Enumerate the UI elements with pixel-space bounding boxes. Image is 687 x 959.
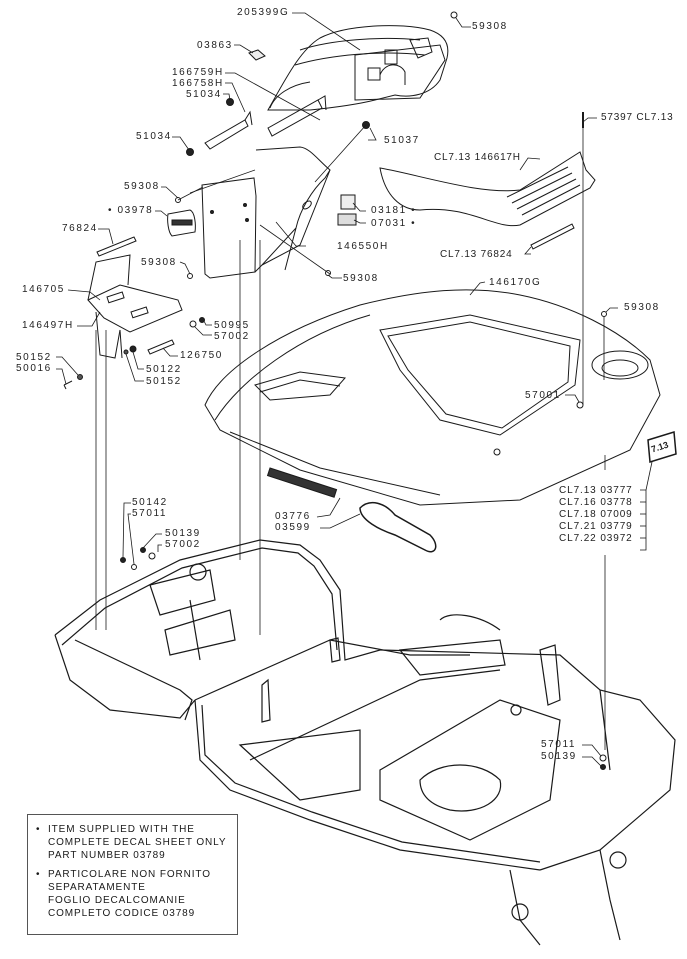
washer-57002-a [190,321,196,327]
label-51037: 51037 [384,135,420,146]
screw-59308-b [188,274,193,279]
strip-cl-76824 [531,224,574,249]
label-59308-top: 59308 [472,21,508,32]
note-line: COMPLETE DECAL SHEET ONLY [48,837,227,848]
nut-51034-b [187,149,194,156]
label-50142: 50142 [132,497,168,508]
label-126750: 126750 [180,350,223,361]
label-57011-b: 57011 [541,739,577,750]
screw-59308-d [602,312,607,317]
label-cl7-16-03778: CL7.16 03778 [559,497,633,508]
nut-50139-b [601,765,606,770]
pin-126750 [148,340,174,354]
note-line: ITEM SUPPLIED WITH THE [48,824,195,835]
label-50122: 50122 [146,364,182,375]
decal-03181 [341,195,355,209]
washer-57011-a [132,565,137,570]
label-50139-a: 50139 [165,528,201,539]
nut-50142 [121,558,126,563]
label-166759h: 166759H [172,67,224,78]
label-cl7-18-07009: CL7.18 07009 [559,509,633,520]
decal-climber-series [268,468,337,497]
label-57001: 57001 [525,390,561,401]
label-51034-b: 51034 [136,131,172,142]
nut-50139-a [141,548,146,553]
washer-57002-b [149,553,155,559]
note-italian: • PARTICOLARE NON FORNITO SEPARATAMENTE … [36,868,231,920]
label-03978: • 03978 [108,205,154,216]
screw-59308-top [451,12,457,18]
label-03181: 03181 • [371,205,417,216]
label-50152-b: 50152 [146,376,182,387]
decal-03978 [168,210,196,236]
label-03599: 03599 [275,522,311,533]
washer-57011-b [600,755,606,761]
mounting-panel [202,147,330,278]
bolt-50016 [64,381,72,389]
decal-grillo-logo [360,503,436,552]
decal-03863 [249,50,265,60]
footrest-plate [380,152,595,226]
decal-07031 [338,214,356,225]
label-59308-c: 59308 [343,273,379,284]
leader-lines [56,13,652,766]
label-50139-b: 50139 [541,751,577,762]
body-hood [205,290,660,505]
label-59308-a: 59308 [124,181,160,192]
note-line: PART NUMBER 03789 [48,850,166,861]
label-50995: 50995 [214,320,250,331]
label-59308-d: 59308 [624,302,660,313]
nut-50122 [130,346,136,352]
label-cl-76824: CL7.13 76824 [440,249,513,260]
note-line: COMPLETO CODICE 03789 [48,908,196,919]
label-146497h: 146497H [22,320,74,331]
label-205399g: 205399G [237,7,290,18]
note-line: SEPARATAMENTE [48,882,146,893]
nut-50152-a [78,375,83,380]
label-07031: 07031 • [371,218,417,229]
note-line: FOGLIO DECALCOMANIE [48,895,186,906]
screw-59308-c [326,271,331,276]
note-english: • ITEM SUPPLIED WITH THE COMPLETE DECAL … [36,823,231,862]
label-76824: 76824 [62,223,98,234]
label-146617h: CL7.13 146617H [434,152,521,163]
label-50016: 50016 [16,363,52,374]
label-146170g: 146170G [489,277,542,288]
label-03776: 03776 [275,511,311,522]
decal-tag-7-13 [648,432,676,462]
label-146550h: 146550H [337,241,389,252]
note-bullet: • [36,869,41,880]
seat-brackets [205,96,326,149]
strip-76824 [97,237,136,256]
label-cl7-13-03777: CL7.13 03777 [559,485,633,496]
label-cl7-21-03779: CL7.21 03779 [559,521,633,532]
label-57397: 57397 CL7.13 [601,112,674,123]
decal-sheet-note: • ITEM SUPPLIED WITH THE COMPLETE DECAL … [27,814,238,935]
label-cl7-22-03972: CL7.22 03972 [559,533,633,544]
label-50152-a: 50152 [16,352,52,363]
label-146705: 146705 [22,284,65,295]
label-03863: 03863 [197,40,233,51]
label-59308-b: 59308 [141,257,177,268]
seat-shell [268,26,448,110]
label-57002-b: 57002 [165,539,201,550]
nut-50152-b [124,350,128,354]
label-51034-a: 51034 [186,89,222,100]
label-57002-a: 57002 [214,331,250,342]
bracket-assembly [88,255,182,358]
label-57011-a: 57011 [132,508,168,519]
nut-50995 [200,318,205,323]
note-bullet: • [36,824,41,835]
chassis-frame [55,540,675,945]
note-line: PARTICOLARE NON FORNITO [48,869,211,880]
label-166758h: 166758H [172,78,224,89]
